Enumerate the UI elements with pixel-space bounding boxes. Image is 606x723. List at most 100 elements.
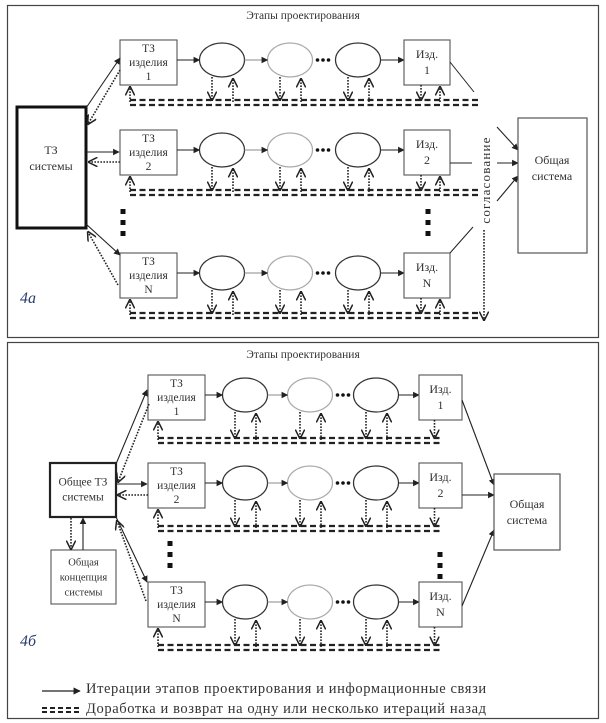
general-system-spec-label-line: системы	[62, 492, 104, 504]
spec-1-to-system-feedback	[88, 69, 121, 124]
spec-box-label-line: N	[144, 284, 153, 296]
overall-system-label-line: Общая	[510, 497, 545, 511]
panel-a-frame	[6, 4, 600, 339]
spec-box-label-line: изделия	[129, 270, 168, 282]
panel-a-title: Этапы проектирования	[246, 10, 360, 22]
spec-box	[147, 581, 206, 628]
system-concept-label-line: концепция	[60, 573, 108, 584]
overall-system-label-line: система	[507, 513, 548, 527]
product-box-label-line: N	[436, 605, 445, 619]
spec-box-label-line: 1	[174, 406, 180, 418]
spec-box	[147, 462, 206, 509]
system-to-spec-1-arrow	[115, 389, 148, 465]
ellipsis-dots	[315, 58, 331, 62]
panel-b: Этапы проектированияТЗизделия1Изд.1ТЗизд…	[20, 349, 561, 652]
product-1-to-system-arrow	[461, 399, 495, 486]
legend-double-dashed-icon	[42, 707, 80, 713]
agreement-label: согласование	[478, 136, 493, 223]
design-stage-ellipse	[198, 255, 246, 291]
product-1-link	[449, 61, 475, 93]
system-spec-box	[15, 105, 88, 230]
design-stage-ellipse	[286, 465, 334, 501]
spec-box-label-line: ТЗ	[142, 256, 155, 268]
spec-box-label-line: ТЗ	[170, 466, 183, 478]
spec-box-label-line: N	[172, 613, 181, 625]
product-box-label-line: Изд.	[429, 470, 451, 484]
product-box-label-line: N	[423, 276, 432, 290]
design-stage-ellipse	[266, 132, 314, 168]
spec-box-label-line: 2	[174, 494, 180, 506]
product-box-label-line: 2	[438, 486, 444, 500]
ellipsis-dots	[315, 271, 331, 275]
system-to-spec-n-arrow	[115, 516, 148, 583]
rows-ellipsis-left	[167, 541, 173, 568]
ellipsis-dots	[335, 393, 351, 397]
product-box-label-line: 2	[424, 153, 430, 167]
design-stage-ellipse	[352, 465, 400, 501]
legend-solid-arrow-label: Итерации этапов проектирования и информа…	[86, 681, 487, 697]
general-system-spec-box	[48, 461, 118, 519]
rows-ellipsis-left	[120, 209, 126, 236]
product-box-label-line: Изд.	[429, 589, 451, 603]
design-stage-ellipse	[352, 377, 400, 413]
rework-return-line	[158, 524, 440, 533]
overall-system-label-line: Общая	[535, 153, 570, 167]
design-stage-ellipse	[334, 42, 382, 78]
rows-ellipsis-right	[437, 552, 443, 579]
product-box	[418, 374, 463, 421]
overall-system-label-line: система	[532, 169, 573, 183]
spec-box-label-line: ТЗ	[170, 585, 183, 597]
system-concept-label-line: Общая	[68, 558, 99, 569]
panel-a: Этапы проектированияТЗизделия1Изд.1ТЗизд…	[15, 10, 588, 320]
system-concept-label-line: системы	[65, 588, 103, 599]
product-box	[403, 252, 451, 299]
design-stage-ellipse	[286, 377, 334, 413]
rows-ellipsis-right	[425, 209, 431, 236]
spec-box-label-line: ТЗ	[142, 43, 155, 55]
ellipsis-dots	[335, 481, 351, 485]
rework-return-line	[130, 188, 478, 197]
product-box	[418, 462, 463, 509]
ellipsis-dots	[315, 148, 331, 152]
spec-1-to-system-feedback	[118, 403, 150, 482]
product-box-label-line: 1	[424, 63, 430, 77]
panel-b-frame	[6, 341, 600, 720]
panel-b-title: Этапы проектирования	[246, 349, 360, 361]
system-to-spec-n-arrow	[85, 223, 121, 256]
legend-double-dashed-label: Доработка и возврат на одну или нескольк…	[86, 701, 487, 717]
rework-return-line	[130, 98, 478, 107]
spec-box-label-line: изделия	[129, 57, 168, 69]
product-n-link	[449, 226, 474, 254]
spec-box-label-line: изделия	[157, 599, 196, 611]
system-to-spec-1-arrow	[85, 57, 121, 109]
design-stage-ellipse	[266, 42, 314, 78]
product-n-to-system-arrow	[461, 529, 495, 607]
spec-box-label-line: изделия	[157, 480, 196, 492]
process-row-2: ТЗ изделия 2 Изд. 2	[147, 462, 463, 533]
design-stage-ellipse	[221, 584, 269, 620]
overall-system-box	[517, 117, 588, 254]
design-stage-ellipse	[221, 465, 269, 501]
panel-b-label: 4б	[20, 633, 37, 650]
design-stage-ellipse	[334, 132, 382, 168]
general-system-spec-label-line: Общее ТЗ	[59, 477, 108, 489]
spec-n-to-system-feedback	[117, 521, 147, 602]
agreement-to-system-arrow	[496, 175, 519, 202]
rework-return-line	[158, 643, 440, 652]
rework-return-line	[130, 311, 478, 320]
spec-box-label-line: изделия	[157, 392, 196, 404]
product-box	[418, 581, 463, 628]
product-box-label-line: Изд.	[416, 47, 438, 61]
ellipsis-dots	[335, 600, 351, 604]
spec-box	[119, 129, 178, 176]
spec-box	[119, 39, 178, 86]
spec-box-label-line: ТЗ	[170, 378, 183, 390]
spec-box-label-line: изделия	[129, 147, 168, 159]
spec-box-label-line: 2	[146, 161, 152, 173]
